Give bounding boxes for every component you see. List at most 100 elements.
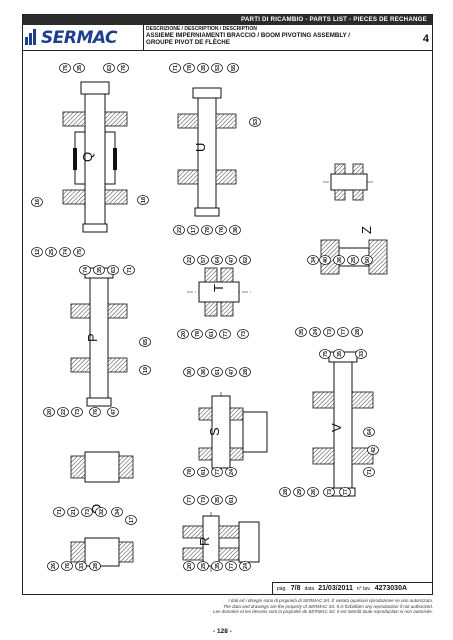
callout-r-5: 25 [197,561,209,571]
callout-t-0: 22 [183,255,195,265]
callout-u-7: 17 [187,225,199,235]
callout-number: 61 [209,331,215,337]
callout-r-1: 73 [197,495,209,505]
callout-number: 53 [215,65,221,71]
callout-s-4: 28 [239,367,251,377]
callout-number: 76 [93,409,99,415]
callout-q-8: 74 [59,247,71,257]
callout-u-5: 53 [249,117,261,127]
callout-number: 78 [187,65,193,71]
callout-number: 16 [35,199,41,205]
callout-o-3: 32 [95,507,107,517]
assembly-label-z: Z [359,226,374,234]
callout-q-0: 75 [59,63,71,73]
assembly-s: S [198,392,268,472]
callout-number: 73 [85,509,91,515]
callout-number: 73 [241,331,247,337]
callout-number: 77 [343,489,349,495]
callout-number: 78 [205,227,211,233]
assembly-label-p: P [85,333,100,342]
callout-p-6: 20 [43,407,55,417]
callout-q-9: 75 [73,247,85,257]
assembly-label-u: U [193,143,208,152]
callout-p-1: 35 [93,265,105,275]
callout-o-7: 76 [61,561,73,571]
callout-number: 76 [65,563,71,569]
callout-v-2: 33 [355,349,367,359]
page-value: 7/8 [290,585,301,592]
callout-t-2: 64 [211,255,223,265]
logo-mark-icon [25,29,38,47]
callout-number: 35 [337,351,343,357]
callout-number: 76 [219,227,225,233]
description-block: DESCRIZIONE / DESCRIPTION / DESCRIPTION … [143,25,413,51]
callout-number: 73 [75,409,81,415]
callout-number: 34 [311,257,317,263]
callout-t-8: 77 [219,329,231,339]
callout-number: 77 [215,469,221,475]
callout-number: 36 [233,227,239,233]
callout-number: 34 [115,509,121,515]
callout-number: 77 [229,563,235,569]
callout-s-3: 47 [225,367,237,377]
assembly-u: U [177,87,237,217]
date-label: data [304,585,315,592]
callout-number: 73 [327,489,333,495]
callout-p-7: 22 [57,407,69,417]
sheet-header: SERMAC DESCRIZIONE / DESCRIPTION / DESCR… [23,25,432,51]
callout-r-2: 35 [211,495,223,505]
notice-italian: I dati ed i disegni sono di proprietà di… [228,598,433,603]
callout-q-7: 25 [45,247,57,257]
callout-number: 17 [191,227,197,233]
assembly-label-t: T [211,284,226,292]
callout-p-10: 47 [107,407,119,417]
callout-p-9: 76 [89,407,101,417]
callout-v-7: 29 [293,487,305,497]
callout-v-1: 35 [333,349,345,359]
callout-p-3: 71 [123,265,135,275]
assembly-p: P [70,267,128,407]
callout-number: 33 [79,563,85,569]
callout-number: 61 [201,469,207,475]
callout-number: 78 [195,331,201,337]
assembly-t: T [187,267,253,317]
callout-s-5: 78 [183,467,195,477]
callout-v-3: 64 [363,427,375,437]
callout-p-8: 73 [71,407,83,417]
callout-p-2: 63 [107,265,119,275]
callout-number: 55 [231,65,237,71]
title-block: pag. 7/8 data 21/03/2011 n° tav. 4273030… [272,582,432,594]
callout-number: 63 [107,65,113,71]
callout-number: 71 [127,267,133,273]
callout-s-2: 61 [211,367,223,377]
callout-u-3: 53 [211,63,223,73]
callout-number: 73 [327,329,333,335]
callout-o-4: 34 [111,507,123,517]
callout-o-0: 71 [53,507,65,517]
callout-number: 61 [215,369,221,375]
date-value: 21/03/2011 [318,585,353,592]
callout-number: 64 [367,429,373,435]
callout-number: 25 [201,563,207,569]
callout-v-5: 71 [363,467,375,477]
callout-v-9: 73 [323,487,335,497]
table-number: 4 [422,33,429,45]
callout-number: 57 [201,257,207,263]
callout-z-0: 34 [307,255,319,265]
callout-u-0: 71 [169,63,181,73]
callout-u-2: 35 [197,63,209,73]
callout-s-7: 77 [211,467,223,477]
callout-u-6: 22 [173,225,185,235]
callout-v-4: 42 [367,445,379,455]
callout-number: 35 [201,65,207,71]
callout-q-6: 12 [31,247,43,257]
callout-number: 36 [337,257,343,263]
callout-o-8: 33 [75,561,87,571]
callout-number: 78 [187,469,193,475]
callout-number: 61 [229,497,235,503]
callout-number: 24 [243,563,249,569]
callout-t-6: 78 [191,329,203,339]
description-line-2: GROUPE PIVOT DE FLÈCHE [146,39,230,46]
callout-z-3: 25 [347,255,359,265]
callout-o-6: 26 [47,561,59,571]
